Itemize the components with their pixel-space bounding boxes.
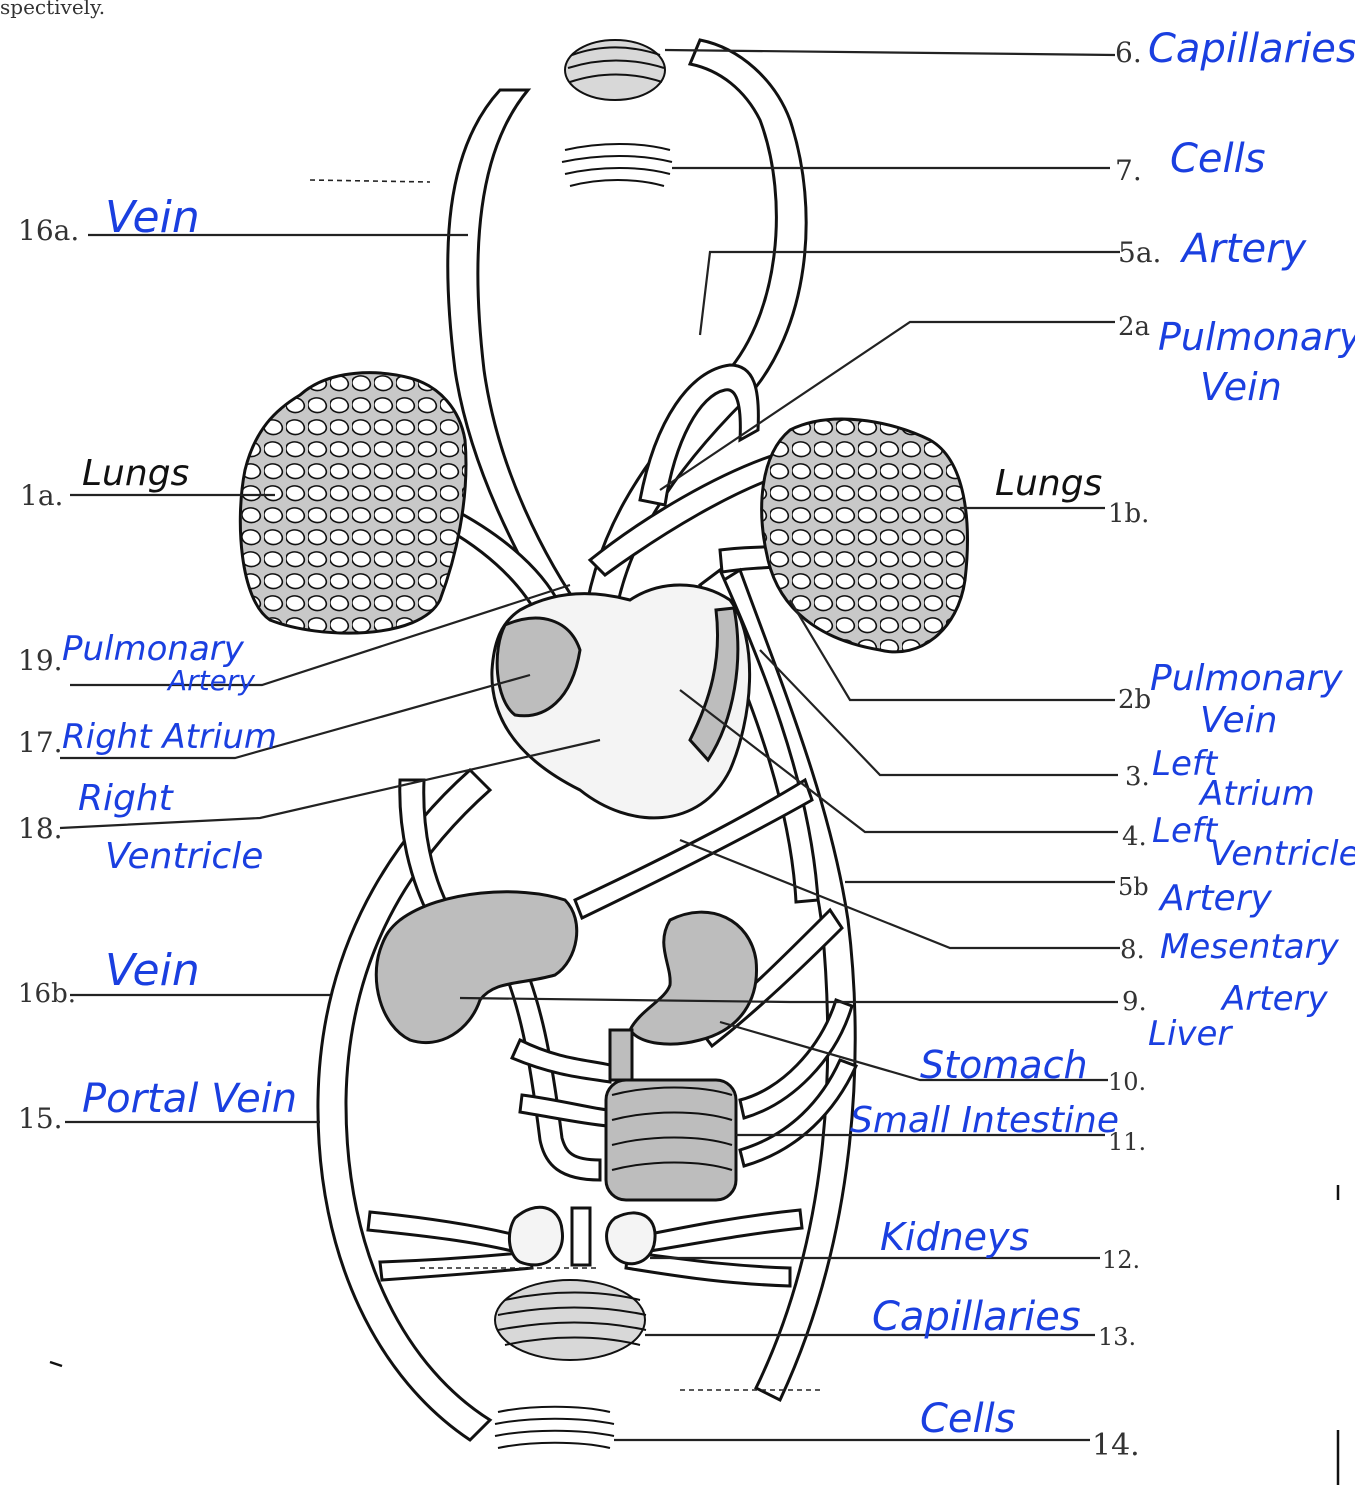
renal-vessel-left [368,1212,520,1252]
label-answer-10: Stomach [920,1043,1088,1087]
label-answer-2b-line2: Vein [1200,700,1277,741]
label-number-6: 6. [1115,36,1142,69]
label-number-17: 17. [18,726,63,759]
label-number-16b: 16b. [18,979,76,1009]
label-answer-1b: Lungs [995,463,1102,504]
label-number-13: 13. [1098,1323,1136,1351]
label-answer-19-line1: Pulmonary [62,629,245,669]
label-number-14: 14. [1092,1428,1140,1463]
lower-cells [495,1407,614,1448]
scan-mark-left [50,1362,62,1366]
label-answer-16a: Vein [105,192,200,243]
liver [376,892,576,1043]
kidney-center-vessel [572,1208,590,1265]
left-lung [240,373,466,633]
label-number-5b: 5b [1118,873,1149,901]
label-number-19: 19. [18,644,63,677]
label-answer-18-line2: Ventricle [105,836,263,877]
label-answer-15: Portal Vein [82,1076,297,1122]
label-number-16a: 16a. [18,214,79,247]
header-fragment: spectively. [0,0,105,19]
label-answer-16b: Vein [105,945,200,996]
label-answer-14: Cells [920,1396,1016,1442]
intestine-veins [512,1040,610,1082]
label-answer-5b: Artery [1158,878,1272,919]
label-number-5a: 5a. [1118,236,1161,269]
label-number-3: 3. [1125,762,1150,792]
label-number-10: 10. [1108,1068,1146,1096]
label-answer-3-line2: Atrium [1198,774,1315,814]
label-number-1b: 1b. [1108,499,1149,529]
upper-capillary-bed [565,40,665,100]
label-answer-13: Capillaries [872,1294,1081,1340]
label-answer-2a-line2: Vein [1200,365,1282,409]
renal-vessel-left-low [380,1252,532,1280]
lower-left-vein-vessel [318,770,490,1440]
leader-blank-top [310,180,430,182]
label-number-7: 7. [1115,154,1142,187]
label-answer-8-line2: Artery [1220,979,1328,1019]
label-answer-9: Liver [1148,1014,1233,1054]
leader-3 [760,650,1118,775]
intestine-vein-2 [520,1095,608,1126]
label-answer-1a: Lungs [82,453,189,494]
label-answer-4-line1: Left [1152,811,1219,851]
leader-9 [460,998,1118,1002]
label-number-4: 4. [1122,822,1147,852]
renal-vessel-right [640,1210,802,1252]
upper-vein-vessel [448,90,588,630]
label-number-9: 9. [1122,987,1147,1017]
label-answer-8-line1: Mesentary [1160,927,1340,967]
duodenum [610,1030,632,1080]
label-answer-5a: Artery [1179,226,1308,272]
label-answer-2b-line1: Pulmonary [1150,658,1343,699]
label-answer-11: Small Intestine [850,1100,1119,1141]
right-lung [762,419,968,652]
label-answer-17: Right Atrium [62,717,277,757]
label-number-2b: 2b [1118,685,1151,715]
label-answer-6: Capillaries [1148,26,1355,72]
lower-capillary-bed [495,1280,646,1360]
label-number-11: 11. [1108,1128,1146,1156]
upper-cells [562,144,672,186]
leader-8 [680,840,1120,948]
label-number-2a: 2a [1118,312,1150,342]
kidney-right [607,1213,656,1264]
label-number-15: 15. [18,1102,63,1135]
label-answer-18-line1: Right [78,778,175,819]
kidney-left [509,1207,562,1265]
label-answer-4-line2: Ventricle [1210,834,1355,874]
label-answer-7: Cells [1170,136,1266,182]
label-number-8: 8. [1120,935,1145,965]
small-intestine [606,1080,736,1200]
label-answer-2a-line1: Pulmonary [1158,315,1355,359]
label-number-12: 12. [1102,1246,1140,1274]
label-answer-19-line2: Artery [166,664,255,697]
label-number-18: 18. [18,812,63,845]
label-number-1a: 1a. [20,479,63,512]
label-answer-12: Kidneys [880,1215,1029,1259]
